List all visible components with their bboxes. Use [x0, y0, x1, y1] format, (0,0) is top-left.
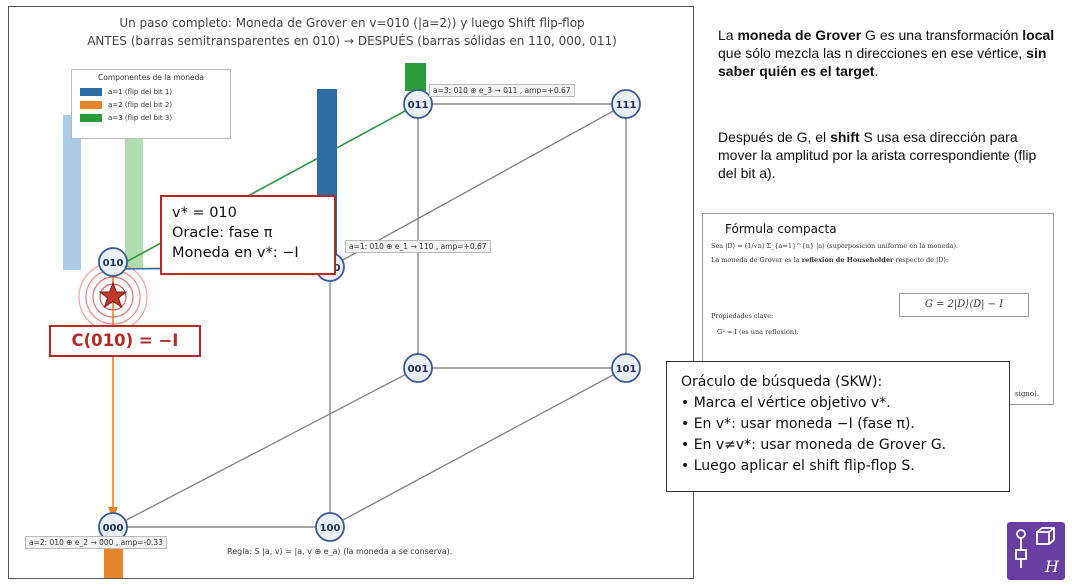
edge-label-a1: a=1: 010 ⊕ e_1 → 110 , amp=+0.67	[345, 240, 491, 253]
formula-def: Sea |D⟩ = (1/√n) Σ_{a=1}^{n} |a⟩ (superp…	[711, 242, 959, 250]
edge-label-a3: a=3: 010 ⊕ e_3 → 011 , amp=+0.67	[429, 84, 575, 97]
figure-title: Un paso completo: Moneda de Grover en v=…	[119, 16, 585, 30]
search-oracle-item: • En v≠v*: usar moneda de Grover G.	[681, 437, 947, 453]
svg-text:000: 000	[103, 523, 124, 534]
legend-label-a1: a=1 (flip del bit 1)	[108, 87, 173, 96]
formula-props: Propiedades clave:	[711, 312, 774, 320]
node-001: 001	[403, 353, 433, 383]
text-span: La	[718, 27, 738, 43]
legend-item-a1: a=1 (flip del bit 1)	[80, 85, 230, 98]
shift-rule: Regla: S |a, v⟩ = |a, v ⊕ e_a⟩ (la moned…	[227, 547, 453, 556]
search-oracle-box: Oráculo de búsqueda (SKW): • Marca el vé…	[666, 361, 1010, 492]
node-111: 111	[611, 89, 641, 119]
formula-trailing: signo).	[1015, 390, 1039, 398]
search-oracle-title: Oráculo de búsqueda (SKW):	[681, 374, 883, 390]
legend-item-a3: a=3 (flip del bit 3)	[80, 111, 230, 124]
svg-text:111: 111	[616, 100, 637, 111]
legend-label-a3: a=3 (flip del bit 3)	[108, 113, 173, 122]
legend-swatch-a2	[80, 100, 102, 109]
svg-text:010: 010	[103, 258, 124, 269]
legend-title: Componentes de la moneda	[98, 73, 204, 82]
cube-edges	[112, 103, 627, 528]
legend-label-a2: a=2 (flip del bit 2)	[108, 100, 173, 109]
text-span: La moneda de Grover es la	[711, 256, 802, 264]
oracle-coin: Moneda en v*: −I	[172, 245, 299, 261]
text-bold-shift: shift	[830, 129, 860, 145]
svg-text:H: H	[1044, 557, 1060, 576]
oracle-callout: v* = 010 Oracle: fase π Moneda en v*: −I	[160, 195, 336, 275]
bar-before-a1	[63, 115, 81, 270]
coin-label: C(010) = −I	[49, 325, 201, 357]
formula-bullet: G² = I (es una reflexión).	[717, 328, 799, 336]
bar-after-a2	[104, 549, 123, 578]
figure-subtitle: ANTES (barras semitransparentes en 010) …	[87, 34, 617, 48]
search-oracle-item: • En v*: usar moneda −I (fase π).	[681, 416, 915, 432]
text-bold: reflexión de Householder	[801, 256, 894, 264]
formula-householder: La moneda de Grover es la reflexión de H…	[711, 256, 1053, 264]
svg-text:101: 101	[616, 364, 637, 375]
node-010: 010	[98, 247, 128, 277]
text-bold-grover: moneda de Grover	[737, 27, 862, 43]
formula-equation: G = 2|D⟩⟨D| − I	[899, 293, 1029, 317]
text-span: que sólo mezcla las n direcciones en ese…	[718, 45, 1027, 61]
text-span: S usa esa dirección para mover la amplit…	[718, 129, 1037, 181]
target-star-icon	[98, 281, 128, 309]
oracle-phase: Oracle: fase π	[172, 225, 273, 241]
grover-coin-explanation: La moneda de Grover G es una transformac…	[718, 26, 1058, 80]
shift-explanation: Después de G, el shift S usa esa direcci…	[718, 128, 1058, 182]
logo-icon: H	[1015, 527, 1060, 576]
legend-swatch-a1	[80, 87, 102, 96]
svg-text:011: 011	[408, 100, 429, 111]
node-101: 101	[611, 353, 641, 383]
text-bold-local: local	[1022, 27, 1055, 43]
hypercube-diagram: 011 111 010 110 001 101 000 100	[63, 63, 641, 578]
legend: Componentes de la moneda a=1 (flip del b…	[71, 69, 231, 139]
logo: H	[1007, 522, 1065, 580]
bar-after-a3	[405, 63, 426, 91]
legend-swatch-a3	[80, 113, 102, 122]
node-011: 011	[403, 89, 433, 119]
text-span: G es una transformación	[861, 27, 1023, 43]
svg-text:001: 001	[408, 364, 429, 375]
edge-label-a2: a=2: 010 ⊕ e_2 → 000 , amp=-0.33	[25, 536, 167, 549]
formula-title: Fórmula compacta	[725, 222, 837, 236]
bar-before-a3	[125, 133, 143, 269]
node-100: 100	[315, 512, 345, 542]
diagram-panel: Un paso completo: Moneda de Grover en v=…	[8, 6, 694, 579]
text-span: respecto de |D⟩:	[893, 256, 949, 264]
oracle-target: v* = 010	[172, 205, 237, 221]
search-oracle-item: • Marca el vértice objetivo v*.	[681, 395, 891, 411]
text-span: Después de G, el	[718, 129, 831, 145]
search-oracle-item: • Luego aplicar el shift flip-flop S.	[681, 458, 915, 474]
text-bold-target: sin saber quién es el target	[718, 45, 1047, 79]
legend-item-a2: a=2 (flip del bit 2)	[80, 98, 230, 111]
text-span: .	[874, 63, 879, 79]
svg-text:100: 100	[320, 523, 341, 534]
